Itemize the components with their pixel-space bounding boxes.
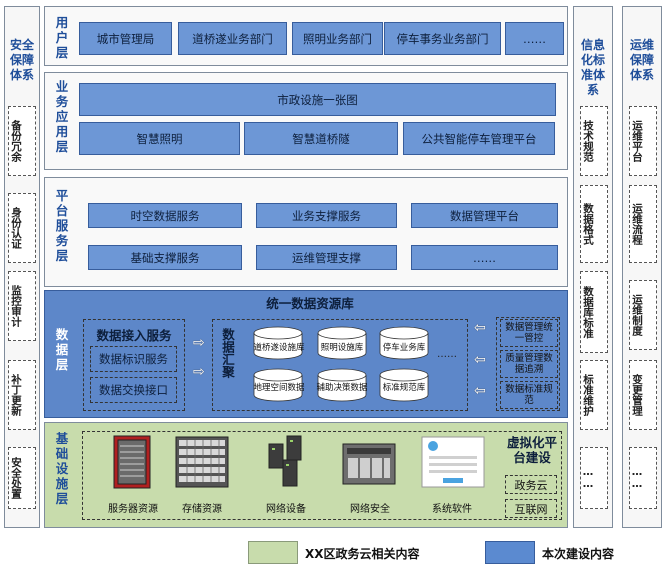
business-layer-title: 业务应用层 — [55, 79, 69, 154]
infra-inner-box — [82, 431, 562, 520]
platform-layer: 平台服务层 — [44, 177, 568, 287]
ingest-item-1: 数据交换接口 — [90, 377, 177, 403]
ops-item-0: 运维平台 — [629, 106, 657, 176]
infra-item-3: 网络安全 — [350, 504, 390, 515]
infra-item-1: 存储资源 — [182, 504, 222, 515]
arrow-left-icon: ⇦ — [474, 383, 486, 399]
legend-blue-swatch — [485, 541, 535, 564]
ingest-box — [83, 319, 185, 411]
data-layer-header: 统一数据资源库 — [266, 296, 354, 311]
user-item-4: …… — [505, 22, 564, 55]
system-software-icon — [421, 436, 485, 488]
ingest-title: 数据接入服务 — [96, 328, 172, 343]
storage-icon — [175, 436, 229, 488]
db-label-1: 照明设施库 — [320, 343, 364, 353]
left-item-3: 补丁更新 — [8, 360, 36, 430]
left-item-0: 备份冗余 — [8, 106, 36, 176]
platform-row1-item-2: 数据管理平台 — [411, 203, 558, 228]
db-label-5: 辅助决策数据 — [316, 383, 368, 393]
governance-item-2: 数据标准规范 — [500, 381, 558, 409]
db-label-4: 地理空间数据 — [253, 383, 305, 393]
infra-layer-title: 基础设施层 — [55, 431, 69, 506]
platform-row2-item-1: 运维管理支撑 — [256, 245, 397, 270]
standards-column: 信息化标准体系 — [573, 6, 613, 528]
ops-column-title: 运维保障体系 — [629, 38, 654, 82]
db-label-0: 道桥遂设施库 — [253, 343, 305, 353]
ops-item-1: 运维流程 — [629, 185, 657, 263]
server-icon — [113, 435, 151, 489]
standards-item-0: 技术规范 — [580, 106, 608, 176]
infra-item-2: 网络设备 — [266, 504, 306, 515]
ingest-item-0: 数据标识服务 — [90, 346, 177, 372]
standards-item-1: 数据格式 — [580, 185, 608, 263]
business-item-2: 公共智能停车管理平台 — [403, 122, 555, 155]
network-security-icon — [342, 443, 396, 485]
legend-green-swatch — [248, 541, 298, 564]
governance-item-1: 质量管理数据追溯 — [500, 350, 558, 378]
platform-row2-item-2: …… — [411, 245, 558, 270]
business-item-1: 智慧道桥隧 — [244, 122, 398, 155]
db-label-2: 停车业务库 — [382, 343, 426, 353]
network-device-icon — [268, 435, 302, 487]
arrow-left-icon: ⇦ — [474, 352, 486, 368]
ops-item-2: 运维制度 — [629, 280, 657, 350]
left-item-2: 监控审计 — [8, 271, 36, 341]
ops-column: 运维保障体系 — [622, 6, 662, 528]
legend-blue-label: 本次建设内容 — [542, 547, 615, 561]
governance-box — [496, 317, 560, 411]
infra-item-4: 系统软件 — [432, 504, 472, 515]
standards-column-title: 信息化标准体系 — [580, 38, 605, 97]
platform-row2-item-0: 基础支撑服务 — [88, 245, 242, 270]
ops-item-3: 变更管理 — [629, 360, 657, 430]
standards-item-2: 数据库标准 — [580, 271, 608, 353]
left-item-4: 安全处置 — [8, 447, 36, 509]
governance-item-0: 数据管理统一管控 — [500, 319, 558, 347]
security-column: 安全保障体系 — [4, 6, 40, 528]
user-layer-title: 用户层 — [55, 15, 69, 60]
db-label-3: …… — [437, 349, 457, 360]
collection-title: 数据汇聚 — [220, 328, 235, 378]
virt-title: 虚拟化平台建设 — [506, 435, 557, 465]
standards-item-3: 标准维护 — [580, 360, 608, 430]
security-column-title: 安全保障体系 — [9, 38, 34, 82]
platform-row1-item-0: 时空数据服务 — [88, 203, 242, 228]
ops-item-4: …… — [629, 447, 657, 509]
user-item-3: 停车事务业务部门 — [384, 22, 501, 55]
db-cylinders — [253, 326, 429, 402]
arrow-right-icon: ⇨ — [193, 364, 205, 380]
business-item-0: 智慧照明 — [79, 122, 240, 155]
business-top-item: 市政设施一张图 — [79, 83, 556, 116]
left-item-1: 身份认证 — [8, 193, 36, 263]
arrow-right-icon: ⇨ — [193, 335, 205, 351]
user-item-0: 城市管理局 — [79, 22, 172, 55]
virt-item-0: 政务云 — [505, 475, 557, 494]
db-label-6: 标准规范库 — [382, 383, 426, 393]
legend-green-label: XX区政务云相关内容 — [305, 547, 420, 561]
standards-item-4: …… — [580, 447, 608, 509]
data-layer-title: 数据层 — [55, 327, 69, 372]
platform-layer-title: 平台服务层 — [55, 188, 69, 263]
collection-box — [212, 319, 468, 411]
platform-row1-item-1: 业务支撑服务 — [256, 203, 397, 228]
virt-item-1: 互联网 — [505, 499, 557, 518]
arrow-left-icon: ⇦ — [474, 320, 486, 336]
user-item-2: 照明业务部门 — [292, 22, 383, 55]
user-item-1: 道桥遂业务部门 — [178, 22, 287, 55]
infra-item-0: 服务器资源 — [108, 504, 158, 515]
